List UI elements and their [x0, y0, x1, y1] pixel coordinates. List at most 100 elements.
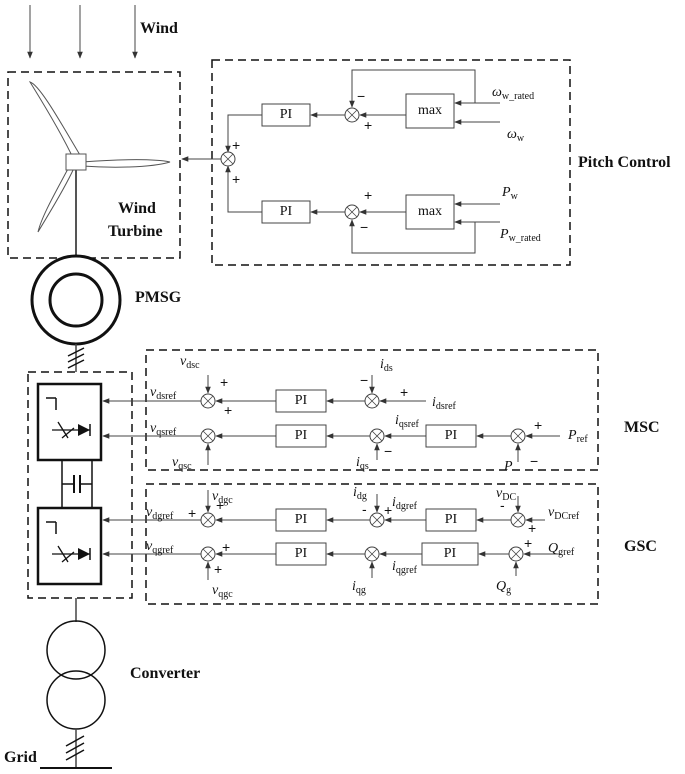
- q-g-label: Qg: [496, 579, 511, 596]
- v-dcref-symbol: v: [548, 505, 555, 520]
- v-dgref-label: vdgref: [146, 505, 174, 522]
- pmsg-label: PMSG: [135, 289, 182, 306]
- pitch-control-box: [211, 59, 571, 266]
- pitch-max-label-lower: max: [418, 204, 442, 219]
- msc-converter-icon: [36, 382, 103, 462]
- gsc-d-pi-label-1: PI: [295, 512, 308, 527]
- v-dc-label: vDC: [496, 486, 516, 503]
- q-g-symbol: Q: [496, 579, 506, 594]
- msc-q-plus: +: [534, 417, 542, 433]
- v-qgref-label: vqgref: [146, 539, 174, 556]
- converter-label: Converter: [130, 665, 200, 682]
- i-qg-sub: qg: [356, 585, 366, 596]
- wind-turbine-label-1: Wind: [118, 200, 156, 217]
- i-ds-symbol: i: [380, 357, 384, 372]
- msc-d-plus-2: +: [224, 402, 232, 418]
- msc-d-pi-label: PI: [295, 393, 308, 408]
- gsc-q-axis-path: PI PI + + +: [102, 535, 560, 580]
- omega-w-symbol: ω: [507, 127, 517, 142]
- i-qg-symbol: i: [352, 579, 356, 594]
- pitch-lower-path: PI max + −: [225, 165, 500, 254]
- v-qsc-symbol: v: [172, 455, 179, 470]
- v-dgc-label: vdgc: [212, 489, 233, 506]
- gsc-converter-icon: [36, 506, 103, 586]
- v-qgref-sub: qgref: [152, 545, 174, 556]
- pitch-upper-plus: +: [364, 117, 372, 133]
- i-dsref-label: idsref: [432, 395, 457, 412]
- msc-d-axis-path: PI + + − +: [102, 372, 426, 418]
- v-dgc-symbol: v: [212, 489, 219, 504]
- v-qgc-symbol: v: [212, 583, 219, 598]
- i-dgref-symbol: i: [392, 495, 396, 510]
- i-qgref-sub: qgref: [396, 565, 418, 576]
- grid-label: Grid: [4, 749, 37, 766]
- wind-label: Wind: [140, 20, 178, 37]
- i-ds-label: ids: [380, 357, 393, 374]
- pitch-output-plus-bottom: +: [232, 171, 240, 187]
- v-dc-symbol: v: [496, 486, 503, 501]
- gsc-q-pi-label-1: PI: [295, 546, 308, 561]
- pitch-pi-label-upper: PI: [280, 107, 293, 122]
- v-qsc-label: vqsc: [172, 455, 192, 472]
- q-gref-label: Qgref: [548, 541, 575, 558]
- gsc-q-plus-2: +: [214, 561, 222, 577]
- v-dcref-label: vDCref: [548, 505, 580, 522]
- gsc-d-plus-2: +: [188, 505, 196, 521]
- gsc-d-plus-1: +: [216, 497, 224, 513]
- p-w-label: Pw: [501, 185, 519, 202]
- i-dg-sub: dg: [357, 491, 367, 502]
- omega-rated-label: ωw_rated: [492, 85, 534, 102]
- grid-connection-slashes: [40, 735, 112, 769]
- pitch-max-label-upper: max: [418, 103, 442, 118]
- pitch-max-block-upper: [405, 93, 455, 129]
- p-ref-label: Pref: [567, 428, 588, 445]
- msc-q-axis-path: PI PI − + −: [102, 417, 560, 469]
- pitch-pi-label-lower: PI: [280, 204, 293, 219]
- i-dgref-sub: dgref: [396, 501, 418, 512]
- pmsg-connection-slashes: [67, 344, 85, 372]
- msc-q-pi-label-2: PI: [445, 428, 458, 443]
- v-dgref-sub: dgref: [152, 511, 174, 522]
- v-dsref-sub: dsref: [156, 391, 177, 402]
- pitch-upper-minus: −: [357, 88, 365, 104]
- i-qgref-label: iqgref: [392, 559, 418, 576]
- v-dsc-symbol: v: [180, 354, 187, 369]
- v-dsc-sub: dsc: [186, 360, 200, 371]
- v-qsc-sub: qsc: [178, 461, 192, 472]
- omega-rated-sub: w_rated: [502, 91, 534, 102]
- i-qg-label: iqg: [352, 579, 366, 596]
- p-label: P: [503, 459, 513, 474]
- v-qgc-label: vqgc: [212, 583, 233, 600]
- msc-d-plus-3: +: [400, 384, 408, 400]
- msc-q-pi-label-1: PI: [295, 428, 308, 443]
- p-w-rated-symbol: P: [499, 227, 509, 242]
- v-dsref-label: vdsref: [150, 385, 177, 402]
- i-qs-label: iqs: [356, 455, 369, 472]
- gsc-d-axis-path: PI PI + + - + - +: [102, 490, 545, 536]
- msc-label: MSC: [624, 419, 660, 436]
- omega-rated-symbol: ω: [492, 85, 502, 100]
- converter-box: [27, 371, 133, 599]
- wind-turbine-label-2: Turbine: [108, 223, 163, 240]
- pmsg-generator-icon: [30, 254, 122, 346]
- p-ref-symbol: P: [567, 428, 577, 443]
- p-w-sub: w: [511, 191, 519, 202]
- gsc-d-plus-4: +: [528, 520, 536, 536]
- i-dsref-symbol: i: [432, 395, 436, 410]
- gsc-d-dash-2: -: [500, 497, 505, 513]
- v-qgc-sub: qgc: [218, 589, 233, 600]
- v-dc-sub: DC: [502, 492, 516, 503]
- v-qsref-label: vqsref: [150, 421, 177, 438]
- gsc-control-box: [145, 483, 599, 605]
- gsc-d-dash-1: -: [362, 501, 367, 517]
- p-w-rated-sub: w_rated: [509, 233, 541, 244]
- i-dsref-sub: dsref: [436, 401, 457, 412]
- wind-turbine-box: [7, 71, 181, 259]
- pitch-lower-plus: +: [364, 187, 372, 203]
- msc-q-minus-2: −: [530, 453, 538, 469]
- pitch-lower-minus: −: [360, 219, 368, 235]
- q-g-sub: g: [506, 585, 511, 596]
- v-qsref-symbol: v: [150, 421, 157, 436]
- q-gref-symbol: Q: [548, 541, 558, 556]
- transformer-icon: [46, 620, 106, 768]
